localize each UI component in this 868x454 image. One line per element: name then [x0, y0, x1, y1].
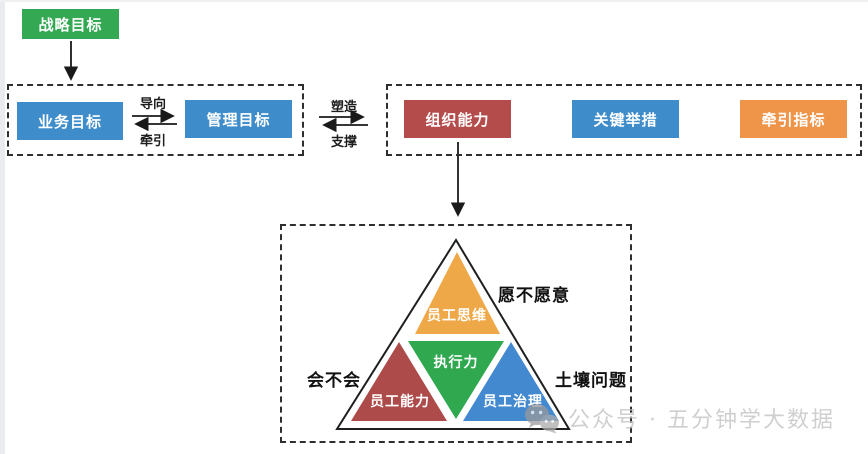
top-edge-strip [0, 0, 868, 2]
pyramid-dashed-group [280, 224, 632, 443]
capability-dashed-group [386, 84, 862, 156]
key-measures-label: 关键举措 [593, 110, 658, 129]
business-goal-label: 业务目标 [37, 112, 102, 131]
soil-problem-label: 土壤问题 [555, 371, 627, 391]
leading-indicator-label: 牵引指标 [761, 110, 826, 129]
forward-arrow-label: 导向 [139, 97, 166, 112]
business-goal-box: 业务目标 [17, 102, 123, 140]
watermark: 公众号 · 五分钟学大数据 [524, 402, 835, 434]
management-goal-box: 管理目标 [185, 100, 292, 138]
strategy-goal-box: 战略目标 [22, 9, 119, 39]
employee-governance-label: 员工治理 [483, 394, 543, 410]
willingness-label: 愿不愿意 [498, 286, 570, 306]
support-arrow-label: 支撑 [330, 135, 357, 150]
org-capability-box: 组织能力 [404, 100, 511, 138]
goals-dashed-group [7, 84, 304, 156]
capability-question-label: 会不会 [307, 371, 361, 391]
wechat-icon [525, 404, 559, 434]
execution-label: 执行力 [433, 355, 479, 371]
leading-indicator-box: 牵引指标 [740, 100, 847, 138]
org-capability-label: 组织能力 [425, 110, 490, 129]
key-measures-box: 关键举措 [572, 100, 679, 138]
employee-ability-label: 员工能力 [370, 394, 430, 410]
watermark-text: 公众号 · 五分钟学大数据 [568, 408, 835, 433]
left-edge-strip [0, 0, 5, 454]
backward-arrow-label: 牵引 [139, 134, 166, 149]
shape-arrow-label: 塑造 [330, 100, 357, 115]
strategy-goal-label: 战略目标 [38, 15, 103, 34]
employee-mindset-label: 员工思维 [427, 308, 487, 324]
management-goal-label: 管理目标 [206, 110, 271, 129]
